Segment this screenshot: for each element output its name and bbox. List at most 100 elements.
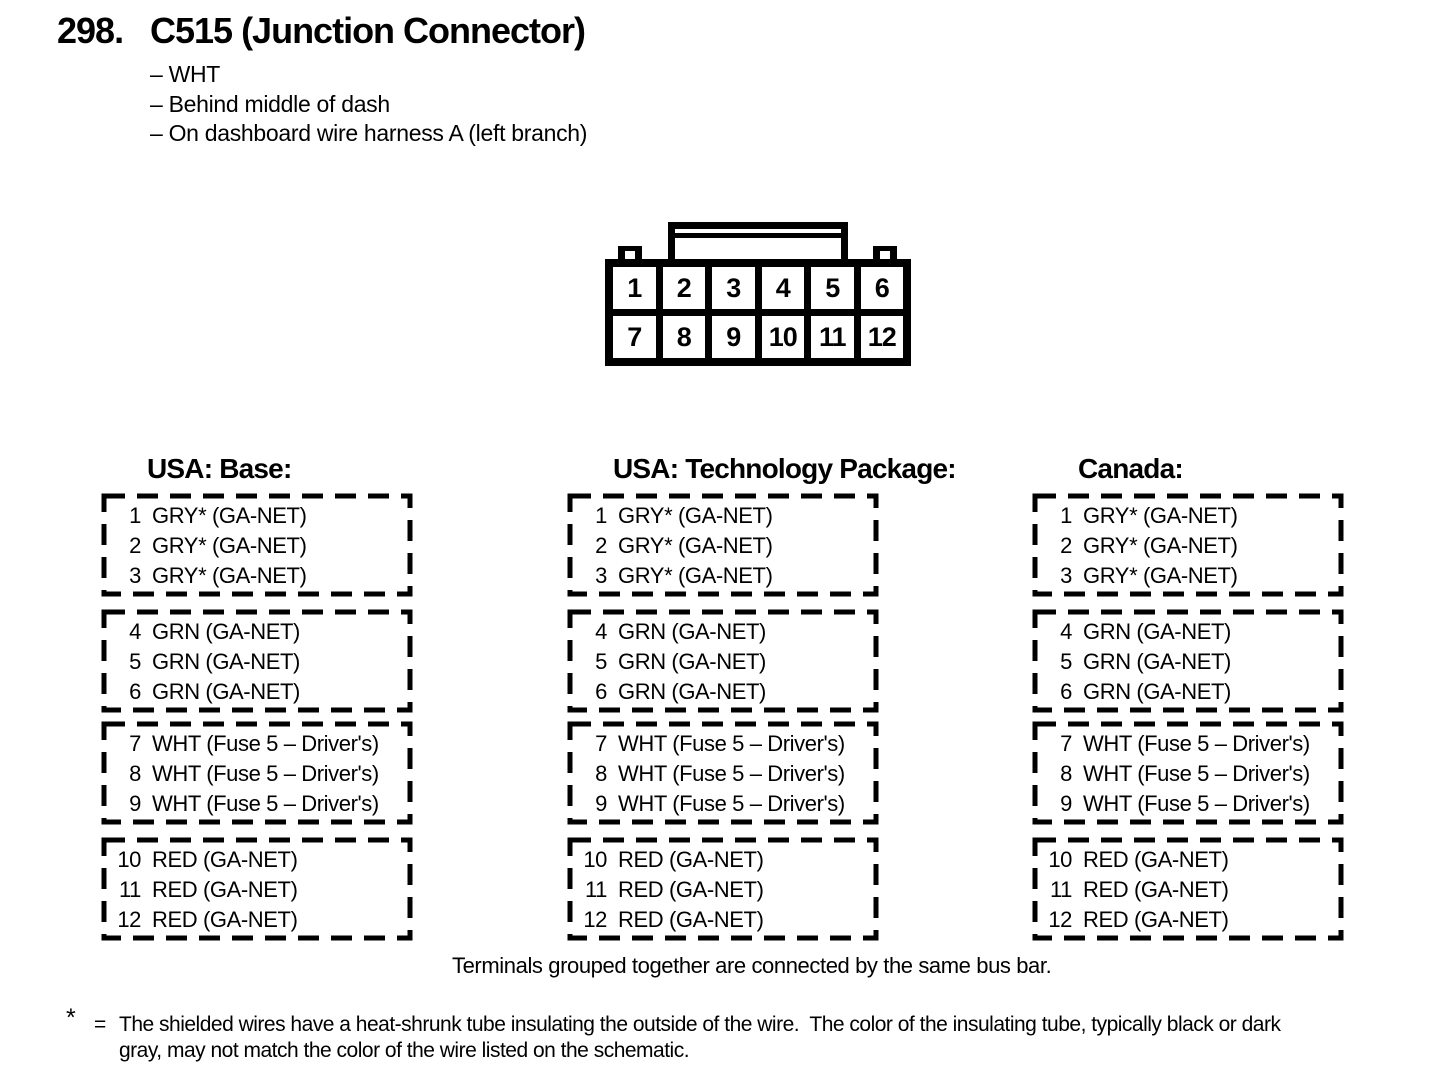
footnote-line: gray, may not match the color of the wir… — [119, 1039, 690, 1062]
terminal-number: 7 — [595, 731, 607, 756]
terminal-wire-label: GRN (GA-NET) — [618, 679, 766, 704]
terminal-wire-label: GRN (GA-NET) — [152, 619, 300, 644]
terminal-wire-label: GRY* (GA-NET) — [1083, 533, 1238, 558]
terminal-wire-label: GRY* (GA-NET) — [1083, 503, 1238, 528]
terminal-wire-label: WHT (Fuse 5 – Driver's) — [618, 791, 845, 816]
detail-line-harness: – On dashboard wire harness A (left bran… — [150, 120, 588, 146]
footnote-equals-sign: = — [94, 1013, 107, 1036]
terminal-row: 8 WHT (Fuse 5 – Driver's) — [579, 759, 845, 789]
terminal-wire-label: GRY* (GA-NET) — [618, 563, 773, 588]
terminal-row: 4 GRN (GA-NET) — [1044, 617, 1231, 647]
pin-table-header: USA: Base: — [147, 453, 292, 484]
connector-pin-cell: 12 — [860, 316, 903, 358]
terminal-wire-label: GRN (GA-NET) — [1083, 679, 1231, 704]
footnote-line: The shielded wires have a heat-shrunk tu… — [119, 1013, 1281, 1036]
terminal-wire-label: GRY* (GA-NET) — [152, 503, 307, 528]
terminal-number: 3 — [1060, 563, 1072, 588]
terminal-wire-label: GRN (GA-NET) — [152, 649, 300, 674]
terminal-wire-label: GRN (GA-NET) — [618, 649, 766, 674]
connector-key-notch-left — [618, 246, 642, 260]
dashed-border — [1032, 837, 1344, 941]
terminal-row: 2 GRY* (GA-NET) — [113, 531, 307, 561]
terminal-wire-label: WHT (Fuse 5 – Driver's) — [618, 761, 845, 786]
connector-pin-cell: 10 — [761, 316, 804, 358]
terminal-wire-label: RED (GA-NET) — [1083, 907, 1229, 932]
dashed-border — [567, 721, 879, 825]
terminal-wire-label: WHT (Fuse 5 – Driver's) — [152, 791, 379, 816]
dashed-border — [1032, 609, 1344, 713]
terminal-number: 8 — [1060, 761, 1072, 786]
dashed-border — [567, 609, 879, 713]
terminal-wire-label: RED (GA-NET) — [1083, 877, 1229, 902]
terminal-number: 8 — [595, 761, 607, 786]
terminal-wire-label: RED (GA-NET) — [618, 877, 764, 902]
terminal-row: 3 GRY* (GA-NET) — [579, 561, 773, 591]
dashed-border — [101, 493, 413, 597]
connector-lock-tab — [668, 222, 848, 259]
terminal-wire-label: GRN (GA-NET) — [1083, 619, 1231, 644]
dashed-border — [567, 837, 879, 941]
terminal-number: 9 — [1060, 791, 1072, 816]
connector-details-list: – WHT – Behind middle of dash – On dashb… — [150, 60, 587, 149]
terminal-number: 2 — [129, 533, 141, 558]
dashed-border — [101, 837, 413, 941]
terminal-wire-label: RED (GA-NET) — [618, 847, 764, 872]
terminal-wire-label: WHT (Fuse 5 – Driver's) — [152, 731, 379, 756]
terminal-wire-label: GRY* (GA-NET) — [152, 533, 307, 558]
terminal-wire-label: WHT (Fuse 5 – Driver's) — [152, 761, 379, 786]
terminal-number: 3 — [129, 563, 141, 588]
terminal-number: 4 — [1060, 619, 1072, 644]
terminal-wire-label: WHT (Fuse 5 – Driver's) — [1083, 791, 1310, 816]
connector-pin-cell: 9 — [712, 316, 755, 358]
terminal-row: 11 RED (GA-NET) — [579, 875, 764, 905]
bus-bar-note: Terminals grouped together are connected… — [452, 953, 1052, 978]
terminal-number: 11 — [584, 877, 607, 902]
connector-pin-cell: 6 — [860, 267, 903, 309]
connector-index-number: 298. — [57, 10, 124, 51]
terminal-number: 7 — [129, 731, 141, 756]
dashed-border — [101, 721, 413, 825]
terminal-number: 6 — [595, 679, 607, 704]
terminal-number: 2 — [595, 533, 607, 558]
terminal-wire-label: GRN (GA-NET) — [152, 679, 300, 704]
terminal-wire-label: RED (GA-NET) — [152, 847, 298, 872]
terminal-number: 10 — [117, 847, 141, 872]
terminal-number: 3 — [595, 563, 607, 588]
detail-line-location: – Behind middle of dash — [150, 90, 390, 117]
connector-pin-cell: 11 — [811, 316, 854, 358]
connector-lock-tab-ridge — [675, 233, 841, 238]
terminal-number: 1 — [129, 503, 141, 528]
terminal-number: 6 — [129, 679, 141, 704]
terminal-wire-label: GRY* (GA-NET) — [618, 503, 773, 528]
terminal-number: 12 — [117, 907, 141, 932]
connector-pin-cell: 7 — [613, 316, 656, 358]
